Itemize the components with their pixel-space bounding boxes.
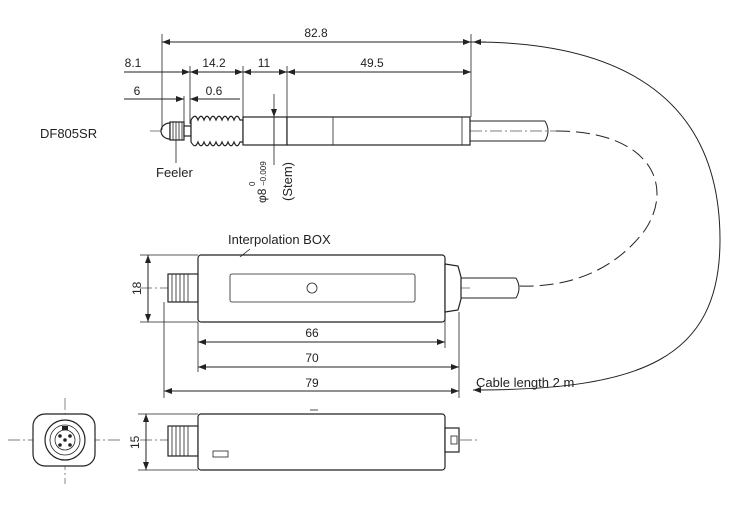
dim-tip-offset: 8.1 xyxy=(125,56,142,70)
stem-tolerance-lower: −0.009 xyxy=(259,161,268,186)
sensor-dimensions: 82.8 8.1 14.2 11 49.5 6 0.6 xyxy=(124,26,486,165)
side-box-body xyxy=(197,413,446,471)
box-strain-relief xyxy=(444,263,462,313)
dim-tip-length: 6 xyxy=(134,84,141,98)
sensor-body xyxy=(286,116,471,146)
feeler-bellows xyxy=(190,115,244,147)
side-indicator xyxy=(212,450,229,458)
cable-length-label: Cable length 2 m xyxy=(476,375,574,390)
feeler-tip xyxy=(160,122,171,140)
dim-thread-length: 14.2 xyxy=(202,56,226,70)
interpolation-box-top-view xyxy=(140,254,520,323)
box-connector xyxy=(167,273,199,303)
box-window xyxy=(229,273,416,303)
dim-gap: 0.6 xyxy=(206,84,223,98)
dim-body-length: 49.5 xyxy=(360,56,384,70)
cable-length-arc xyxy=(472,39,721,393)
connector-end-view xyxy=(8,398,122,484)
sensor-view xyxy=(150,115,658,287)
stem-label: (Stem) xyxy=(280,162,295,201)
box-dimensions: 18 66 70 79 xyxy=(130,254,460,398)
stem xyxy=(242,116,288,146)
interpolation-box-side-view: 15 xyxy=(128,409,478,471)
dim-total-length: 82.8 xyxy=(304,26,328,40)
dim-box-body: 70 xyxy=(305,351,319,365)
cable-path xyxy=(517,130,658,287)
stem-tolerance-upper: 0 xyxy=(248,181,257,186)
side-strain-relief xyxy=(444,427,460,453)
stem-diameter-symbol: φ8 xyxy=(255,188,269,203)
model-label: DF805SR xyxy=(40,126,97,141)
dim-box-inner: 66 xyxy=(305,326,319,340)
dim-box-height: 18 xyxy=(130,281,144,295)
dim-stem-length: 11 xyxy=(258,56,271,70)
dim-box-total: 79 xyxy=(305,376,319,390)
dim-box-depth: 15 xyxy=(128,435,142,449)
interpolation-box-label: Interpolation BOX xyxy=(228,232,331,247)
box-body xyxy=(197,254,446,323)
feeler-label: Feeler xyxy=(156,165,194,180)
feeler-collar xyxy=(183,125,192,137)
side-connector xyxy=(167,425,199,457)
